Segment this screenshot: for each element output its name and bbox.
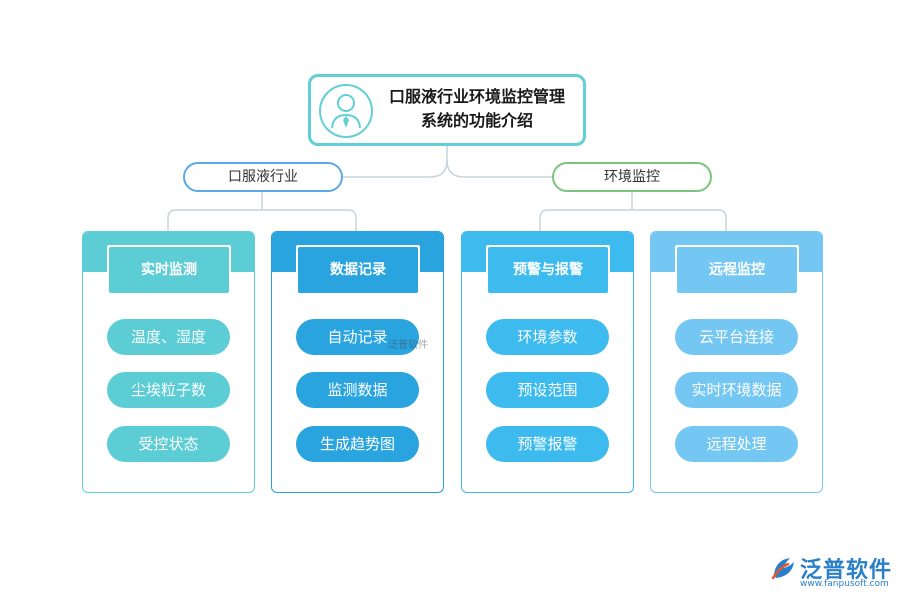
root-node: 口服液行业环境监控管理 系统的功能介绍: [308, 74, 586, 146]
card-item: 尘埃粒子数: [107, 372, 230, 408]
connector-right-bar: [539, 209, 727, 231]
user-avatar-icon: [319, 84, 373, 138]
card-item: 云平台连接: [675, 319, 798, 355]
card-item: 远程处理: [675, 426, 798, 462]
brand-name: 泛普软件: [800, 558, 893, 583]
card-item: 预警报警: [486, 426, 609, 462]
card-item: 监测数据: [296, 372, 419, 408]
card-item: 环境参数: [486, 319, 609, 355]
card-item: 生成趋势图: [296, 426, 419, 462]
branch-environment-monitoring: 环境监控: [552, 162, 712, 192]
connector-root-right: [446, 159, 552, 178]
brand-url: www.fanpusoft.com: [800, 579, 889, 589]
card-remote-monitoring: 远程监控 云平台连接 实时环境数据 远程处理: [650, 231, 823, 493]
card-header: 数据记录: [296, 245, 420, 295]
brand-logo: 泛普软件 www.fanpusoft.com: [770, 550, 895, 596]
card-item: 温度、湿度: [107, 319, 230, 355]
root-title-line1: 口服液行业环境监控管理: [388, 87, 565, 106]
connector-left-bar: [167, 209, 357, 231]
connector-root-left: [343, 146, 448, 178]
watermark-text: 泛普软件: [388, 340, 428, 351]
card-item: 预设范围: [486, 372, 609, 408]
root-title: 口服液行业环境监控管理 系统的功能介绍: [375, 85, 579, 133]
card-title: 远程监控: [677, 247, 797, 293]
root-title-line2: 系统的功能介绍: [420, 111, 533, 130]
card-title: 预警与报警: [488, 247, 608, 293]
card-title: 实时监测: [109, 247, 229, 293]
card-item: 受控状态: [107, 426, 230, 462]
card-warning-alarm: 预警与报警 环境参数 预设范围 预警报警: [461, 231, 634, 493]
card-item: 自动记录: [296, 319, 419, 355]
card-item: 实时环境数据: [675, 372, 798, 408]
card-realtime-monitoring: 实时监测 温度、湿度 尘埃粒子数 受控状态: [82, 231, 255, 493]
card-header: 实时监测: [107, 245, 231, 295]
card-header: 远程监控: [675, 245, 799, 295]
card-header: 预警与报警: [486, 245, 610, 295]
card-title: 数据记录: [298, 247, 418, 293]
card-data-recording: 数据记录 自动记录 监测数据 生成趋势图: [271, 231, 444, 493]
branch-oral-liquid: 口服液行业: [183, 162, 343, 192]
brand-logo-icon: [771, 558, 794, 580]
